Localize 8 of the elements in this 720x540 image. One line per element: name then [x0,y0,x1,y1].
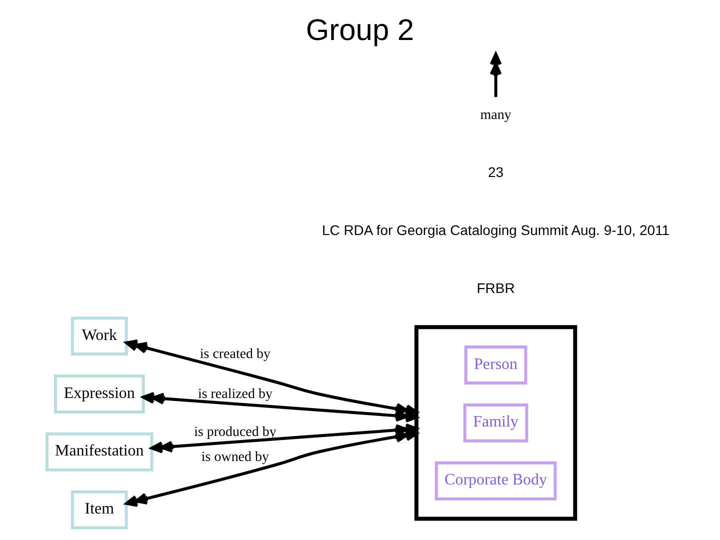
edge-label: is realized by [198,387,272,402]
label: 23 [488,164,504,180]
legend-label: many [480,108,512,124]
label: LC RDA for Georgia Cataloging Summit Aug. 9-10, 2011 [322,222,670,238]
label: FRBR [476,280,515,296]
diagram-title: Group 2 [306,14,414,48]
edge-label: is created by [200,347,270,362]
edge-label: is owned by [201,450,269,466]
